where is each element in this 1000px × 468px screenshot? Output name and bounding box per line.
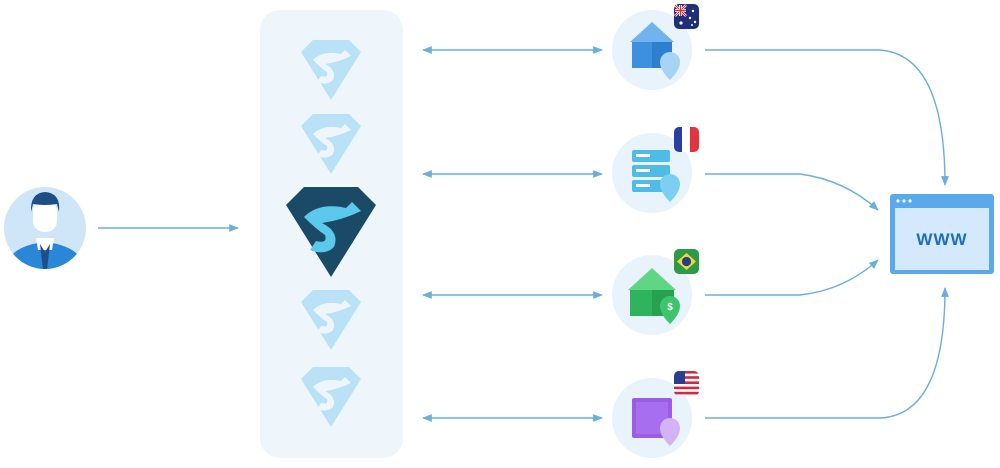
sp-shield-icon-1 xyxy=(301,40,361,100)
sp-shield-icon-2 xyxy=(301,114,361,174)
browser-window-icon: WWW xyxy=(890,194,994,274)
route-arrow-3 xyxy=(705,259,879,296)
route-arrow-2 xyxy=(705,173,879,211)
route-arrow-1 xyxy=(705,49,949,186)
user-avatar-icon xyxy=(4,187,86,269)
sp-shield-icon-active xyxy=(286,187,376,277)
route-arrow-4 xyxy=(705,287,949,419)
svg-text:$: $ xyxy=(667,302,673,313)
australia-flag-icon xyxy=(674,4,699,29)
france-flag-icon xyxy=(674,127,699,152)
datacenter-server-icon xyxy=(612,133,692,213)
isp-house-dollar-icon: $ xyxy=(612,255,692,335)
sp-shield-icon-4 xyxy=(301,290,361,350)
residential-house-icon xyxy=(612,10,692,90)
sp-shield-icon-5 xyxy=(301,367,361,427)
brazil-flag-icon xyxy=(674,249,699,274)
usa-flag-icon xyxy=(674,371,699,396)
www-label: WWW xyxy=(916,230,967,249)
mobile-device-icon xyxy=(612,378,692,458)
